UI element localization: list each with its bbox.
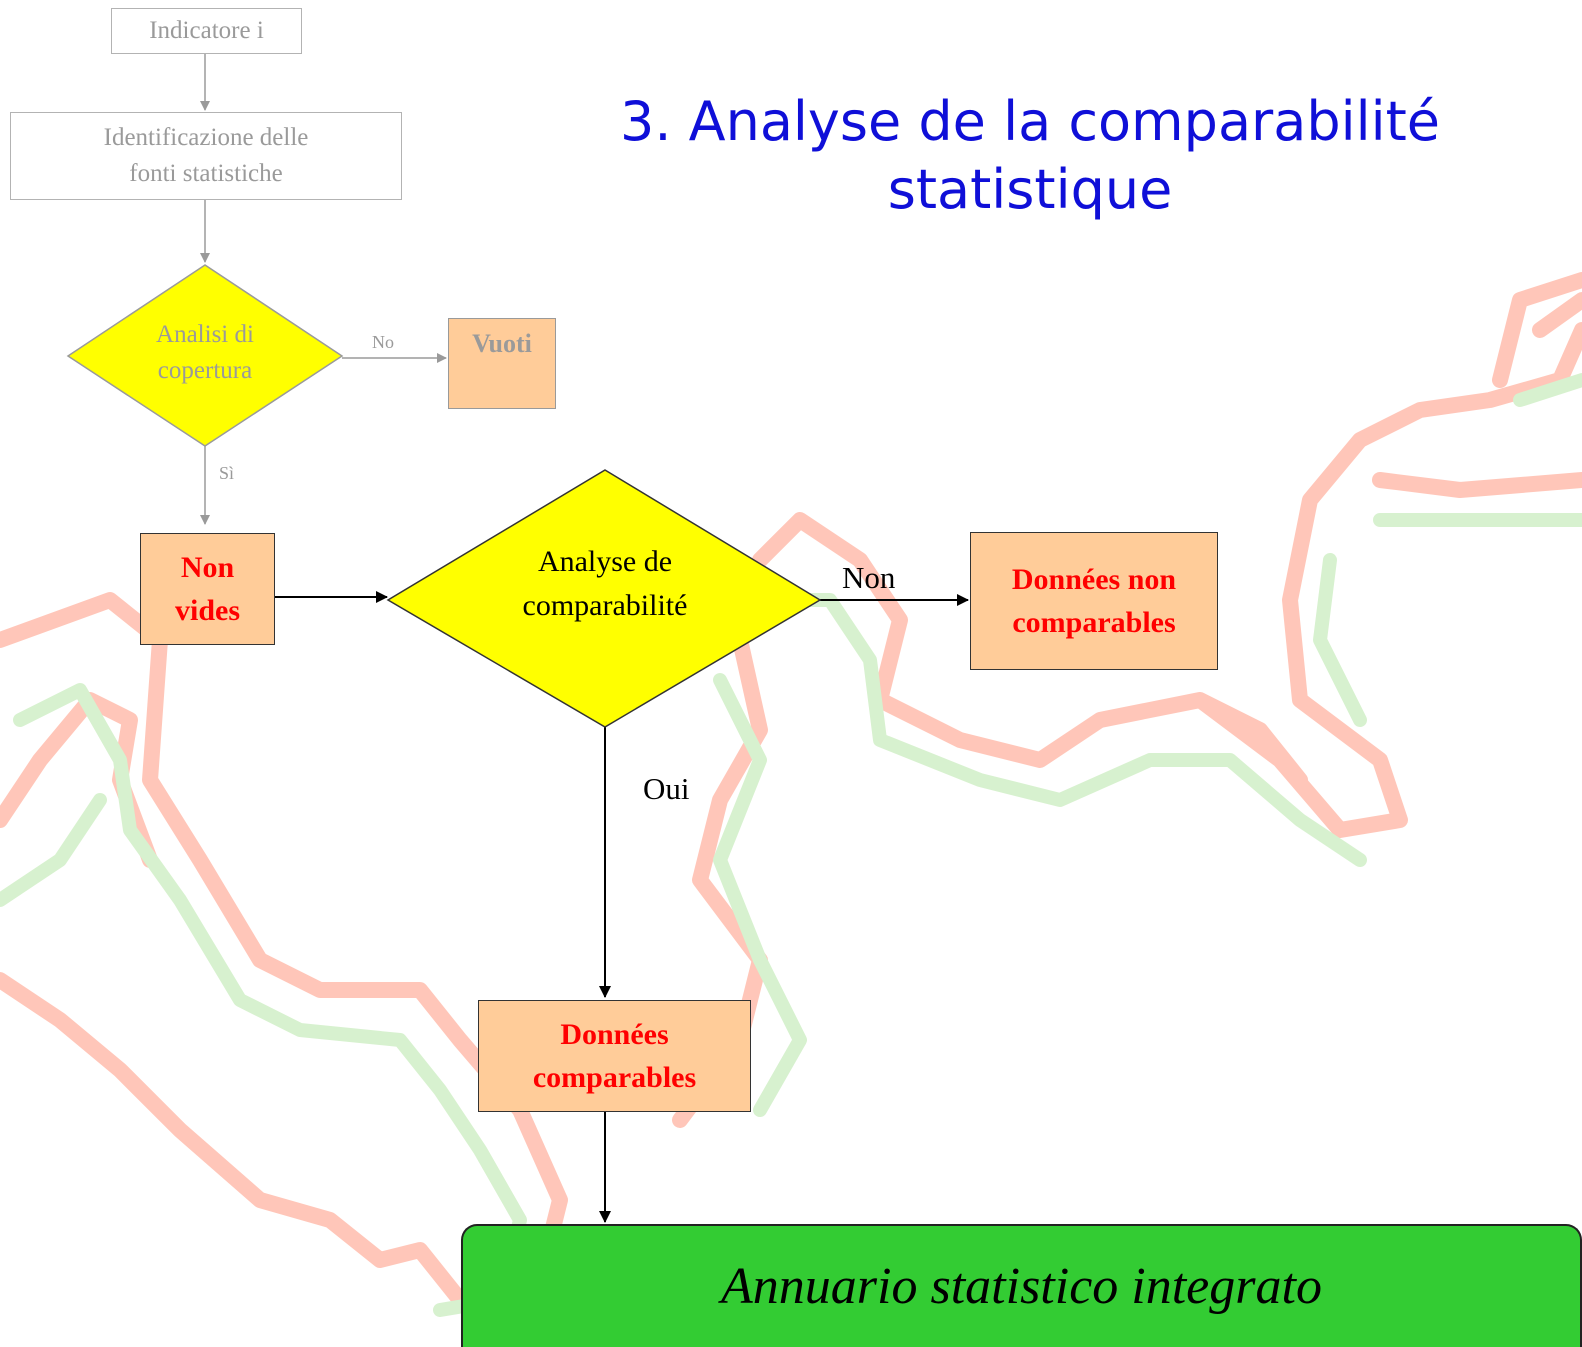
- edge-label-non: Non: [842, 560, 896, 595]
- comparability-label-line2: comparabilité: [522, 589, 688, 622]
- comparable-label-line2: comparables: [532, 1061, 697, 1094]
- comparability-decision-diamond: [386, 469, 822, 728]
- identification-box: Identificazione delle fonti statistiche: [10, 112, 402, 200]
- comparable-box: Données comparables: [478, 1000, 751, 1112]
- comparable-label-line1: Données: [560, 1018, 669, 1051]
- page-title: 3. Analyse de la comparabilité statistiq…: [590, 88, 1470, 224]
- non-empty-label-line2: vides: [174, 594, 240, 627]
- identification-label-line1: Identificazione delle: [103, 124, 309, 151]
- empty-box: Vuoti: [448, 318, 556, 409]
- page-title-line2: statistique: [887, 158, 1173, 221]
- coverage-label-line2: copertura: [157, 357, 253, 384]
- yearbook-label: Annuario statistico integrato: [721, 1258, 1322, 1315]
- edge-label-yes: Sì: [219, 463, 235, 483]
- non-comparable-label-line2: comparables: [1012, 606, 1176, 639]
- page-title-line1: 3. Analyse de la comparabilité: [619, 90, 1441, 153]
- indicator-box: Indicatore i: [111, 8, 302, 54]
- empty-label: Vuoti: [472, 329, 532, 358]
- coverage-decision-text: Analisi di copertura: [110, 317, 300, 389]
- yearbook-box: Annuario statistico integrato: [461, 1224, 1582, 1347]
- non-comparable-box: Données non comparables: [970, 532, 1218, 670]
- non-empty-label-line1: Non: [180, 551, 235, 584]
- non-empty-box: Non vides: [140, 533, 275, 645]
- indicator-label: Indicatore i: [149, 17, 264, 44]
- identification-label-line2: fonti statistiche: [129, 160, 283, 187]
- edge-label-no: No: [372, 332, 394, 352]
- coverage-decision-diamond: [66, 264, 344, 447]
- comparability-label-line1: Analyse de: [537, 545, 673, 578]
- non-comparable-label-line1: Données non: [1011, 563, 1177, 596]
- map-outline-green: [0, 373, 1582, 1317]
- edge-label-oui: Oui: [643, 771, 690, 806]
- map-outline-red: [0, 272, 1582, 1308]
- coverage-label-line1: Analisi di: [156, 321, 254, 348]
- comparability-decision-text: Analyse de comparabilité: [480, 540, 730, 628]
